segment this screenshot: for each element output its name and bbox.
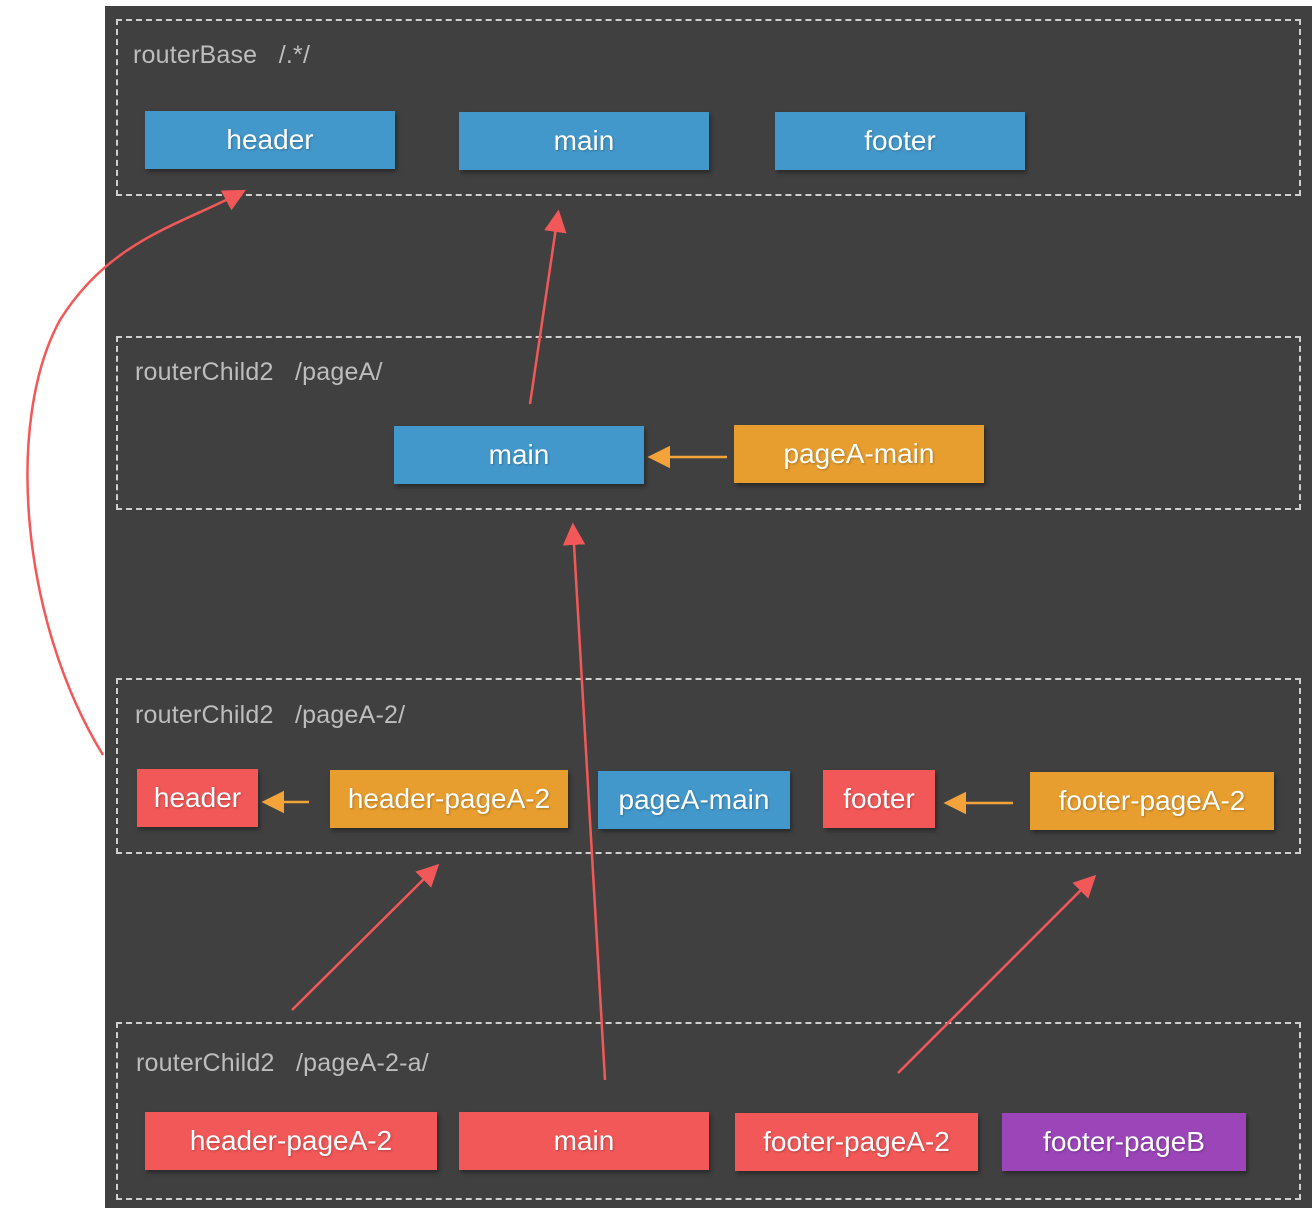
box-header: header — [145, 111, 395, 169]
box-footer-pageb: footer-pageB — [1002, 1113, 1246, 1171]
group-title: routerBase /.*/ — [133, 41, 311, 69]
box-main: main — [394, 426, 644, 484]
box-pagea-main: pageA-main — [734, 425, 984, 483]
group-router-child-pagea: routerChild2 /pageA/ main pageA-main — [116, 336, 1301, 510]
box-main: main — [459, 1112, 709, 1170]
box-header-pagea-2: header-pageA-2 — [330, 770, 568, 828]
box-footer-pagea-2: footer-pageA-2 — [1030, 772, 1274, 830]
box-pagea-main: pageA-main — [598, 771, 790, 829]
box-header-pagea-2: header-pageA-2 — [145, 1112, 437, 1170]
diagram-panel: routerBase /.*/ header main footer route… — [105, 6, 1312, 1208]
group-router-base: routerBase /.*/ header main footer — [116, 19, 1301, 196]
box-footer: footer — [823, 770, 935, 828]
box-main: main — [459, 112, 709, 170]
group-title: routerChild2 /pageA-2/ — [135, 701, 406, 729]
box-footer: footer — [775, 112, 1025, 170]
group-title: routerChild2 /pageA-2-a/ — [136, 1049, 429, 1077]
group-router-child-pagea-2-a: routerChild2 /pageA-2-a/ header-pageA-2 … — [116, 1022, 1301, 1200]
box-header: header — [137, 769, 258, 827]
group-title: routerChild2 /pageA/ — [135, 358, 383, 386]
group-router-child-pagea-2: routerChild2 /pageA-2/ header header-pag… — [116, 678, 1301, 854]
box-footer-pagea-2: footer-pageA-2 — [735, 1113, 978, 1171]
